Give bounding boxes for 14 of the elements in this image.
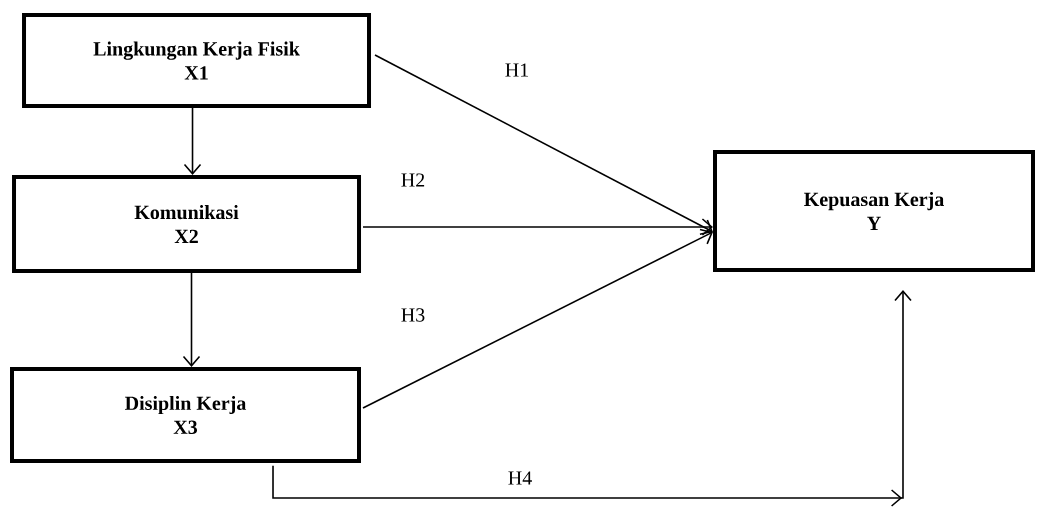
variable-box: Lingkungan Kerja Fisik X1 [22,13,371,108]
variable-box: Komunikasi X2 [12,175,361,273]
variable-box: Disiplin Kerja X3 [10,367,361,463]
arrow [182,272,201,367]
arrow [183,107,202,175]
arrow [362,228,713,409]
arrow [362,218,713,236]
edge-label: H1 [503,62,531,78]
edge-label: H2 [399,172,427,188]
arrow [374,54,713,235]
variable-box: Kepuasan Kerja Y [713,150,1035,272]
edge-label: H4 [506,470,534,486]
edge-label: H3 [399,306,427,324]
arrow [272,290,912,507]
